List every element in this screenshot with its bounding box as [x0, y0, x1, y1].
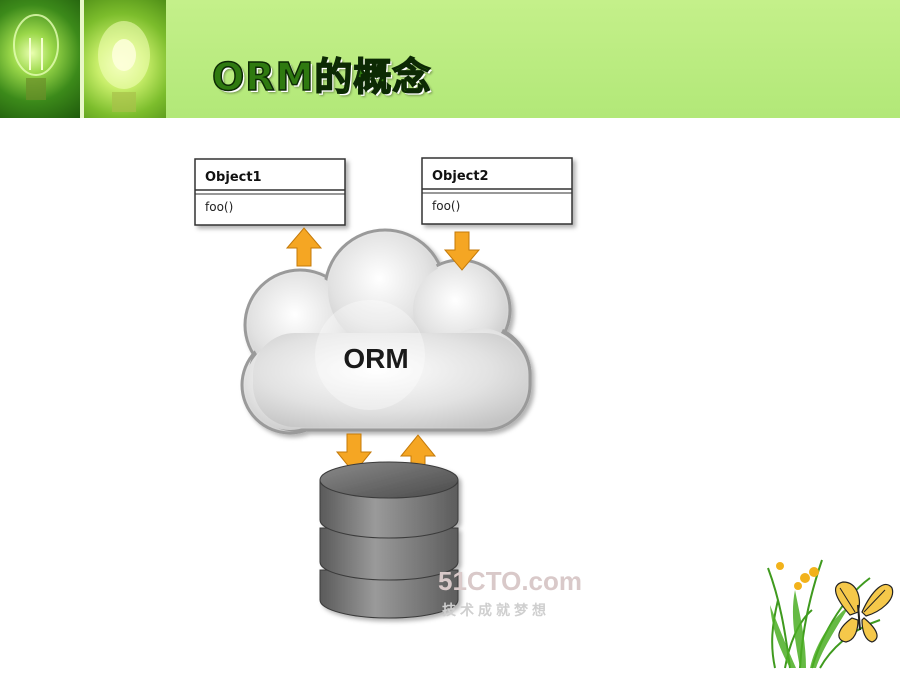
- database-icon: [319, 461, 459, 619]
- object1-name: Object1: [205, 170, 262, 185]
- orm-label: ORM: [343, 343, 408, 374]
- slide-header: ORM的概念: [0, 0, 900, 118]
- arrow-up-to-object1: [285, 227, 323, 267]
- object2-class-box: [421, 157, 573, 225]
- watermark-brand: 51CTO.com: [438, 566, 582, 596]
- header-divider: [80, 0, 84, 118]
- object1-class-box: [194, 158, 346, 226]
- lightbulb-thumbnail-right: [84, 0, 166, 118]
- object1-method: foo(): [205, 200, 233, 214]
- butterfly-flower-decoration: [762, 533, 894, 671]
- watermark-slogan: 技术成就梦想: [442, 602, 550, 619]
- arrow-down-from-object2: [443, 231, 481, 271]
- butterfly-icon: [834, 581, 894, 643]
- object2-name: Object2: [432, 169, 489, 184]
- orm-cloud: [240, 228, 532, 435]
- lightbulb-thumbnail-left: [0, 0, 80, 118]
- object2-method: foo(): [432, 199, 460, 213]
- arrow-down-to-database: [335, 433, 373, 474]
- slide-title: ORM的概念: [211, 55, 432, 99]
- watermark: 51CTO.com 技术成就梦想: [438, 566, 582, 619]
